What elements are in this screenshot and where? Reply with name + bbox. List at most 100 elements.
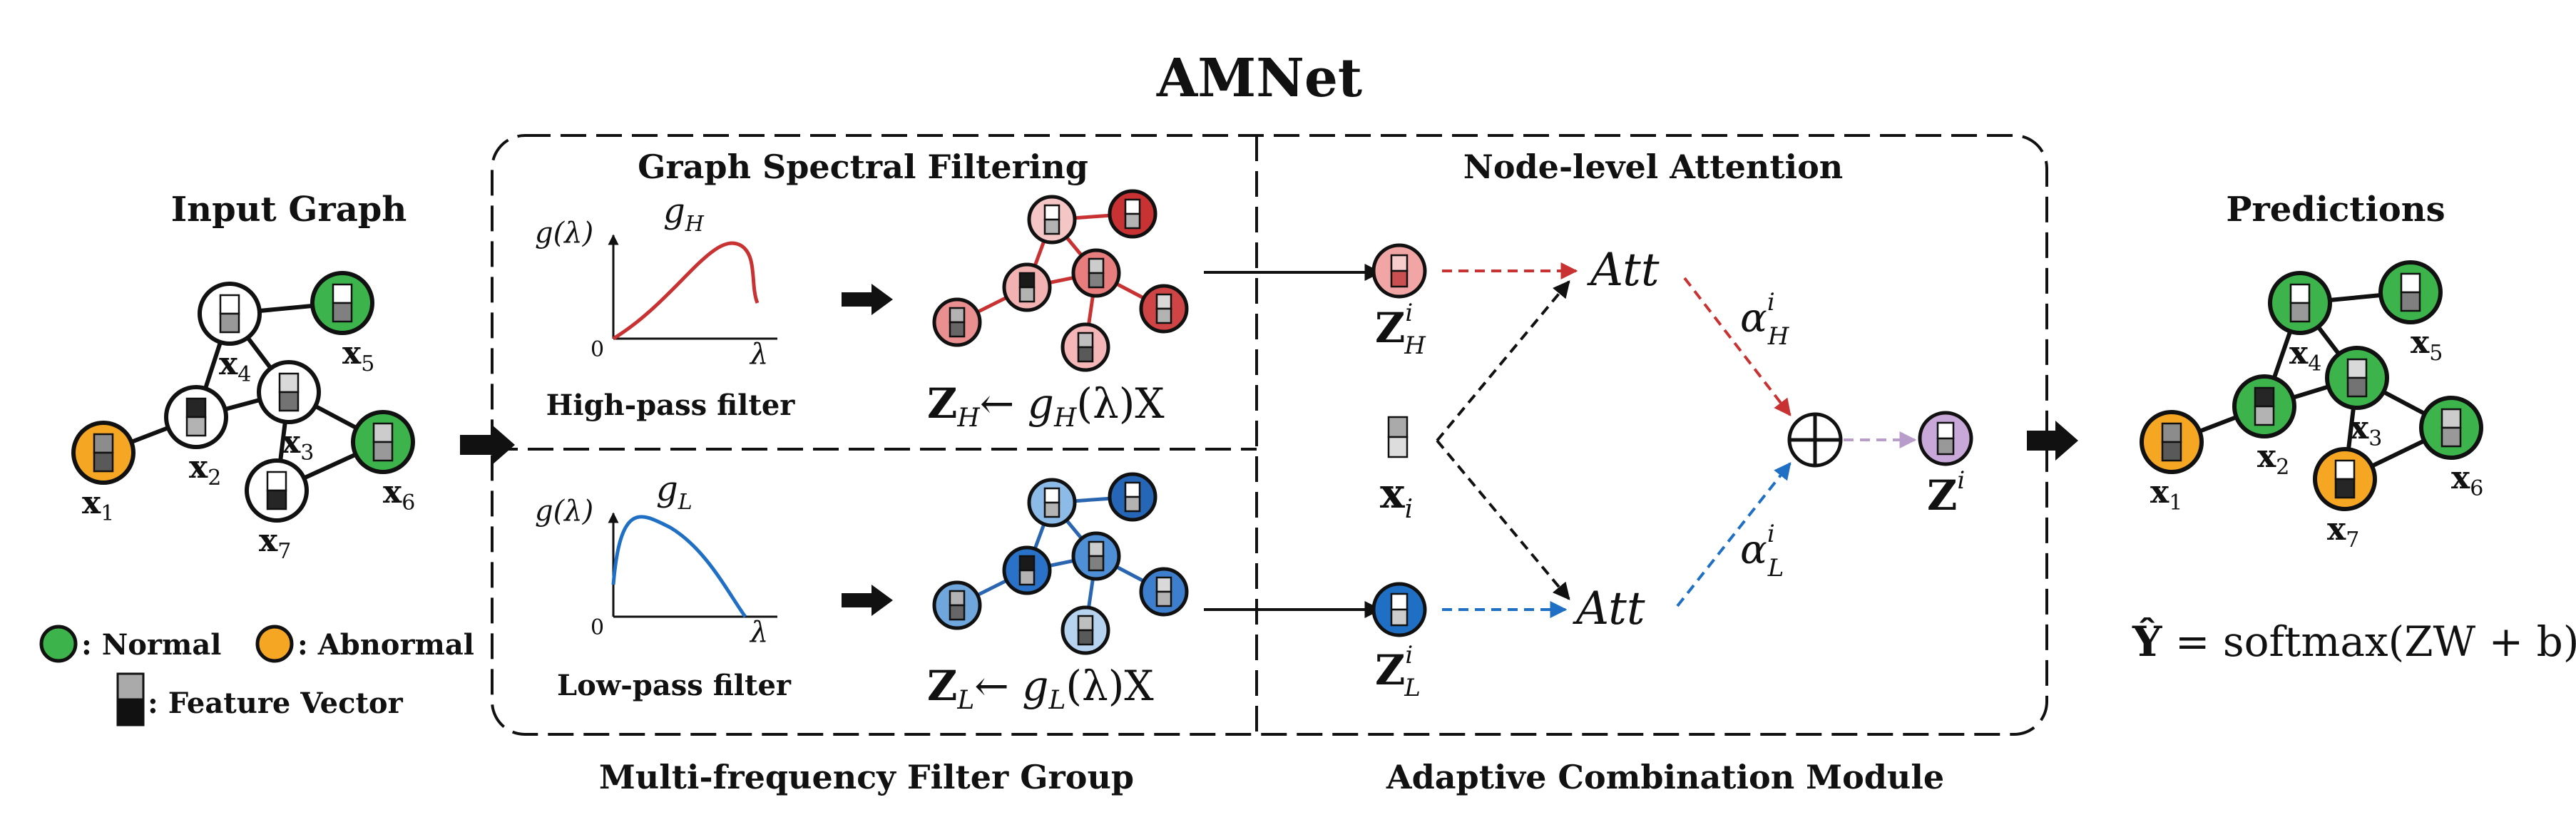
feature-vector-icon [2161,422,2182,462]
legend-abnormal-label: : Abnormal [297,628,474,662]
low-pass-plot: g(λ) gL 0 λ Low-pass filter [535,469,792,702]
feature-vector-icon [372,422,394,462]
feature-vector-icon [185,397,207,437]
low-y-label: g(λ) [535,495,593,528]
att-top-to-sum-arrow [1683,277,1792,416]
node-label-x4: x4 [219,346,251,387]
feature-vector-icon [949,307,966,338]
predictions-title: Predictions [2226,190,2445,230]
feature-vector-icon [2289,283,2311,323]
feature-vector-icon [1043,204,1060,235]
feature-vector-icon [278,372,300,412]
graph-node-x2: x2 [2232,374,2296,480]
prediction-graph: x1 x2 x3 x4 x5 x6 x7 [2140,260,2483,553]
feature-vector-icon [2400,272,2421,312]
legend-abnormal-swatch [255,625,294,663]
filter-group-caption: Multi-frequency Filter Group [599,758,1134,796]
graph-node-x1: x1 [71,421,136,526]
graph-node-x3: x3 [2325,346,2389,451]
input-graph-title: Input Graph [171,190,407,230]
filtered-node [932,297,982,347]
filtered-node [1071,531,1121,581]
feature-vector-icon [1088,540,1105,572]
feature-vector-icon [2334,459,2356,499]
low-func-label: gL [656,469,692,515]
feature-vector-icon [93,433,114,473]
high-pass-curve [612,241,760,341]
low-x-label: λ [749,616,768,649]
feature-vector-icon [2346,358,2368,398]
legend-feature-label: : Feature Vector [148,687,404,720]
feature-vector-icon [1124,198,1141,230]
node-label-x4: x4 [2289,335,2321,376]
feature-vector-icon [1124,481,1141,513]
xi-to-att-top-arrow [1436,280,1570,442]
input-arrow [460,425,515,465]
feature-vector-icon [1077,615,1094,646]
legend-normal-label: : Normal [81,628,221,662]
att-top-label: Att [1587,244,1660,297]
feature-vector-icon [2254,386,2275,426]
graph-node-x5: x5 [310,271,374,376]
legend-feature-icon [116,672,145,726]
xi-feature-icon [1387,416,1409,458]
filtered-node [1139,284,1189,334]
filtered-node [1060,322,1110,372]
combination-module-caption: Adaptive Combination Module [1386,758,1944,796]
graph-node-x4: x4 [2268,271,2332,376]
high-equation: ZH← gH(λ)X [927,379,1165,433]
node-level-attention-title: Node-level Attention [1463,148,1843,186]
high-func-label: gH [663,191,705,237]
node-label-x7: x7 [2327,511,2359,553]
node-label-x5: x5 [342,335,374,376]
low-filter-name: Low-pass filter [557,669,792,702]
graph-node-x7: x7 [2313,447,2377,553]
filtered-node [1108,472,1157,522]
graph-node-x5: x5 [2378,260,2443,366]
filtered-node [1108,189,1157,239]
graph-node-x1: x1 [2140,410,2204,515]
prediction-formula: Ŷ = softmax(ZW + b) [2132,617,2576,666]
main-title: AMNet [1156,48,1362,109]
feature-vector-icon [1018,272,1036,303]
filtered-node [1060,605,1110,655]
high-x-label: λ [749,338,768,371]
feature-vector-icon [1043,487,1060,518]
graph-node-x3: x3 [257,360,321,466]
filtered-node [1027,478,1077,528]
node-label-x6: x6 [383,474,415,515]
zh-node [1371,243,1427,299]
att-bottom-to-sum-arrow [1676,462,1792,607]
high-block-arrow [842,284,893,315]
filtered-node [1002,262,1052,312]
filtered-node [1002,545,1052,595]
node-label-x2: x2 [189,449,221,491]
node-label-x7: x7 [259,523,291,564]
node-label-x3: x3 [2350,410,2382,451]
graph-spectral-filtering-title: Graph Spectral Filtering [638,148,1088,186]
node-label-x2: x2 [2257,438,2289,480]
high-filter-name: High-pass filter [546,389,796,422]
feature-vector-icon [332,283,353,323]
filtered-node [1071,248,1121,298]
att-bottom-label: Att [1573,582,1645,635]
zl-node [1371,582,1427,637]
high-y-label: g(λ) [535,217,593,250]
low-origin: 0 [591,615,604,640]
node-label-x6: x6 [2451,460,2483,501]
feature-vector-icon [949,590,966,621]
feature-vector-icon [1077,332,1094,363]
node-label-x1: x1 [2150,474,2182,515]
sum-operator-icon [1787,412,1843,468]
high-origin: 0 [591,337,604,362]
low-pass-curve [611,515,747,618]
feature-vector-icon [266,471,287,510]
low-filtered-graph [932,472,1189,655]
